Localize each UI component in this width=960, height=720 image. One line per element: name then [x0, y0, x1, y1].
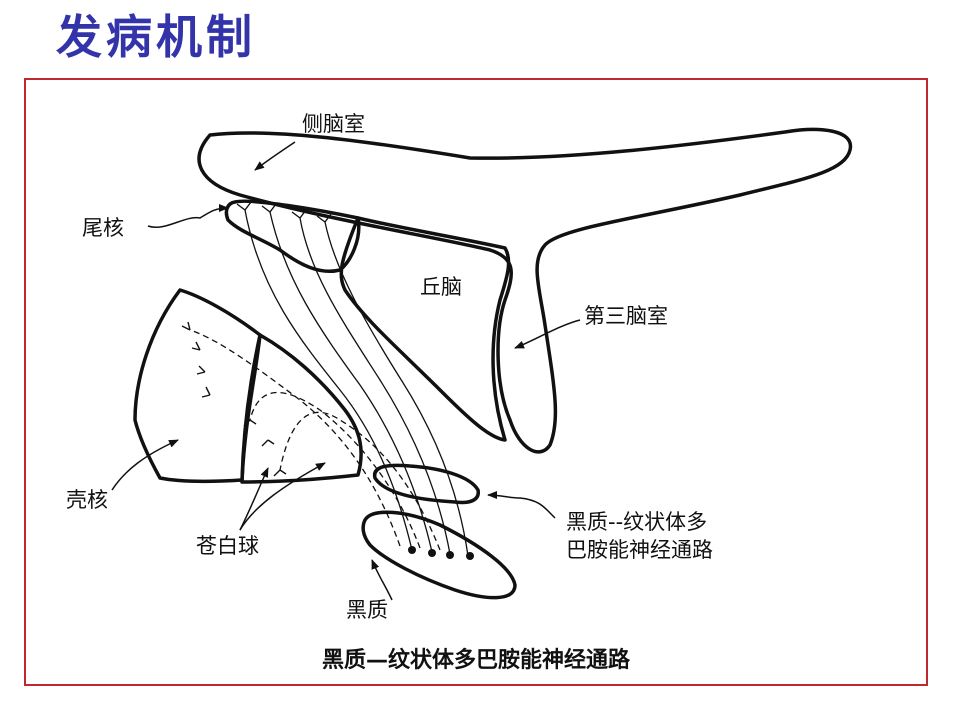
diagram-caption: 黑质—纹状体多巴胺能神经通路	[322, 648, 631, 673]
label-substantia-nigra: 黑质	[346, 598, 388, 622]
label-arrows	[111, 141, 581, 601]
label-lateral-ventricle: 侧脑室	[302, 112, 365, 136]
fiber-terminals	[181, 201, 332, 477]
dopamine-fibers	[189, 209, 469, 557]
label-pathway-line2: 巴胺能神经通路	[566, 538, 713, 562]
putamen-shape	[133, 288, 262, 484]
label-third-ventricle: 第三脑室	[584, 304, 668, 328]
lateral-ventricle-shape	[197, 127, 853, 454]
slide-title: 发病机制	[56, 10, 256, 64]
thalamus-shape	[339, 216, 511, 442]
caudate-shape	[224, 199, 361, 273]
label-pathway-line1: 黑质--纹状体多	[566, 510, 708, 534]
label-caudate: 尾核	[82, 216, 124, 240]
nigra-neuron-dots	[408, 546, 474, 560]
label-putamen: 壳核	[66, 488, 108, 512]
diagram-frame	[24, 78, 928, 686]
globus-pallidus-shape	[240, 333, 363, 484]
label-globus-pallidus: 苍白球	[196, 534, 259, 558]
substantia-nigra-shape	[361, 510, 517, 600]
label-thalamus: 丘脑	[420, 275, 462, 299]
